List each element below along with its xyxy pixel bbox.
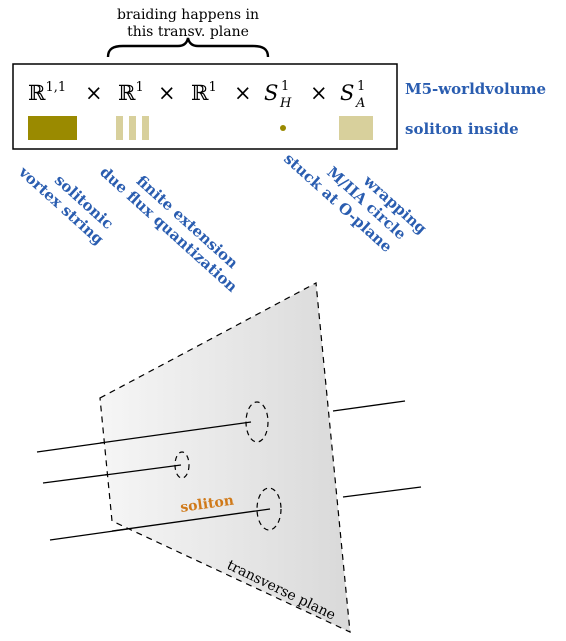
svg-text:1: 1 [281,79,289,94]
finite-extent-bar-3 [142,116,149,140]
svg-text:A: A [355,96,365,111]
finite-extent-bar-1 [116,116,123,140]
factor-s1h: S [264,81,278,105]
strings-on-plane [99,421,271,532]
flux-quantization-label: due flux quantization [96,163,241,296]
string-mid-onplane [104,464,182,476]
strings-right [332,400,422,498]
worldvolume-label: M5-worldvolume [405,80,546,98]
soliton-inside-label: soliton inside [405,120,519,138]
oplane-point [280,125,286,131]
times-4: × [310,81,328,105]
circle-mid [174,451,190,479]
transverse-plane [99,282,351,633]
string-bottom-right [342,486,422,498]
svg-text:ℝ1,1: ℝ1,1 [28,80,66,105]
finite-extent-bar-2 [129,116,136,140]
solitonic-extent-block [28,116,77,140]
braiding-note-line1: braiding happens in [117,7,259,23]
times-3: × [234,81,252,105]
svg-text:ℝ1: ℝ1 [118,80,144,105]
finite-extension-annotation: finite extension due flux quantization [96,163,241,296]
string-bottom-onplane [111,508,271,532]
circle-bottom [256,487,282,531]
piercing-circles [174,401,282,531]
factor-r1-b: ℝ [191,81,209,105]
braiding-note-line2: this transv. plane [127,24,249,40]
braiding-note: braiding happens in this transv. plane [106,7,270,58]
solitonic-annotation: solitonic vortex string [15,162,118,248]
soliton-label: soliton [179,493,235,516]
product-formula: ℝ1,1 × ℝ1 × ℝ1 × S 1 H × S 1 A [28,79,365,111]
circle-top [245,401,269,443]
factor-r1-a: ℝ [118,81,136,105]
times-2: × [158,81,176,105]
string-top-right [332,400,406,412]
times-1: × [85,81,103,105]
string-top-onplane [99,421,252,444]
svg-text:ℝ1: ℝ1 [191,80,217,105]
factor-r11: ℝ [28,81,46,105]
wrapping-extent-block [339,116,373,140]
svg-text:H: H [279,96,292,111]
factor-s1a: S [340,81,354,105]
svg-text:1: 1 [357,79,365,94]
curly-brace [106,37,270,58]
